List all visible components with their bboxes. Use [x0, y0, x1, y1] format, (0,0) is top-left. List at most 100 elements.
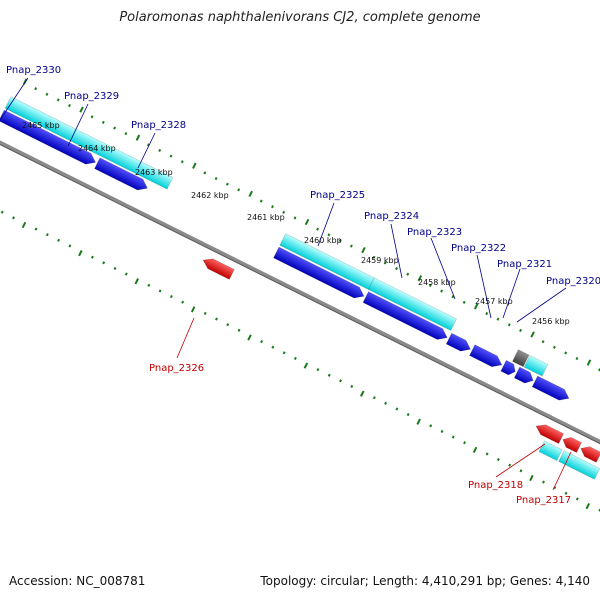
kbp-tick-label: 2461 kbp: [247, 213, 285, 222]
scale-tick: [203, 171, 207, 175]
genome-backbone-shadow: [0, 105, 600, 482]
kbp-tick-label: 2463 kbp: [135, 168, 173, 177]
scale-tick: [158, 289, 162, 293]
scale-tick: [383, 261, 387, 265]
scale-tick: [485, 311, 489, 316]
gene-label-pnap-2325[interactable]: Pnap_2325: [310, 190, 365, 201]
scale-tick: [416, 418, 421, 425]
scale-tick: [260, 339, 264, 344]
scale-tick: [45, 233, 49, 237]
scale-tick: [271, 345, 275, 349]
feature-track: [0, 96, 600, 480]
gene-label-pnap-2329[interactable]: Pnap_2329: [64, 91, 119, 102]
reverse-gene-arrow: [580, 446, 600, 463]
map-title: Polaromonas naphthalenivorans CJ2, compl…: [119, 10, 481, 25]
scale-tick: [303, 362, 309, 369]
gene-label-pnap-2318[interactable]: Pnap_2318: [468, 480, 523, 491]
scale-tick: [21, 221, 27, 229]
gene-label-pnap-2326[interactable]: Pnap_2326: [149, 363, 204, 374]
callout-line: [502, 268, 521, 319]
gene-label-pnap-2321[interactable]: Pnap_2321: [497, 259, 552, 270]
scale-tick: [271, 205, 274, 209]
cds-feature: [523, 355, 549, 377]
scale-tick: [327, 233, 331, 237]
scale-tick: [598, 368, 600, 372]
kbp-tick-label: 2456 kbp: [532, 317, 570, 326]
scale-tick: [79, 106, 84, 113]
scale-tick: [225, 182, 229, 186]
callout-line: [137, 132, 156, 169]
scale-tick: [338, 238, 342, 243]
callout-line: [430, 237, 456, 300]
forward-gene-arrow: [500, 360, 516, 376]
callout-line: [67, 103, 89, 147]
topology-text: Topology: circular; Length: 4,410,291 bp…: [260, 574, 590, 588]
cds-feature: [368, 277, 457, 331]
scale-tick: [462, 300, 466, 304]
callout-line: [390, 223, 403, 279]
scale-tick: [496, 317, 500, 321]
scale-tick: [395, 407, 399, 411]
scale-tick: [169, 294, 173, 299]
scale-tick: [0, 210, 4, 214]
scale-tick: [247, 334, 252, 341]
genome-backbone: [0, 102, 600, 481]
gene-label-pnap-2324[interactable]: Pnap_2324: [364, 211, 419, 222]
scale-tick: [541, 340, 545, 344]
scale-tick: [158, 148, 162, 153]
kbp-tick-label: 2457 kbp: [475, 297, 513, 306]
forward-gene-arrow: [362, 291, 448, 340]
scale-tick: [34, 87, 38, 91]
scale-tick: [530, 331, 535, 338]
scale-tick: [472, 446, 478, 454]
scale-tick: [361, 246, 366, 254]
scale-tick: [34, 227, 38, 231]
scale-tick: [282, 351, 286, 355]
scale-tick: [237, 188, 241, 192]
gene-label-pnap-2323[interactable]: Pnap_2323: [407, 227, 462, 238]
scale-tick: [564, 491, 568, 495]
scale-tick: [463, 441, 466, 445]
callout-line: [176, 317, 195, 359]
scale-tick: [282, 210, 286, 214]
scale-tick: [56, 98, 60, 102]
forward-gene-arrow: [469, 344, 503, 368]
reverse-gene-arrow: [202, 258, 235, 280]
scale-tick: [124, 272, 128, 276]
scale-tick: [428, 283, 432, 287]
forward-gene-arrow: [94, 157, 148, 191]
kbp-tick-label: 2459 kbp: [361, 256, 399, 265]
callout-line: [317, 202, 335, 247]
scale-tick: [564, 351, 568, 355]
scale-tick: [57, 238, 61, 242]
scale-tick: [102, 261, 106, 265]
scale-tick: [440, 429, 444, 434]
gene-label-pnap-2322[interactable]: Pnap_2322: [451, 243, 506, 254]
scale-tick: [339, 379, 342, 383]
scale-tick: [529, 474, 534, 482]
scale-tick: [473, 303, 479, 310]
gene-label-pnap-2328[interactable]: Pnap_2328: [131, 120, 186, 131]
scale-tick: [134, 278, 139, 285]
gene-label-pnap-2317[interactable]: Pnap_2317: [516, 495, 571, 506]
scale-tick: [226, 323, 230, 327]
scale-tick: [327, 373, 331, 377]
scale-tick: [485, 452, 489, 456]
scale-tick: [181, 300, 185, 304]
kbp-tick-label: 2458 kbp: [418, 278, 456, 287]
scale-tick: [316, 368, 320, 372]
gene-callouts: Pnap_2330 Pnap_2329 Pnap_2328 Pnap_2325 …: [0, 65, 600, 506]
gene-label-pnap-2320[interactable]: Pnap_2320: [546, 276, 600, 287]
kbp-tick-label: 2462 kbp: [191, 191, 229, 200]
scale-tick: [78, 249, 83, 257]
scale-tick: [349, 244, 353, 248]
scale-tick: [440, 289, 444, 293]
scale-tick: [519, 469, 523, 473]
scale-tick: [406, 413, 410, 417]
gene-label-pnap-2330[interactable]: Pnap_2330: [6, 65, 61, 76]
callout-line: [552, 451, 572, 491]
callout-line: [0, 77, 29, 121]
kbp-tick-label: 2465 kbp: [22, 121, 60, 130]
scale-tick: [496, 458, 500, 462]
scale-tick: [429, 424, 433, 428]
